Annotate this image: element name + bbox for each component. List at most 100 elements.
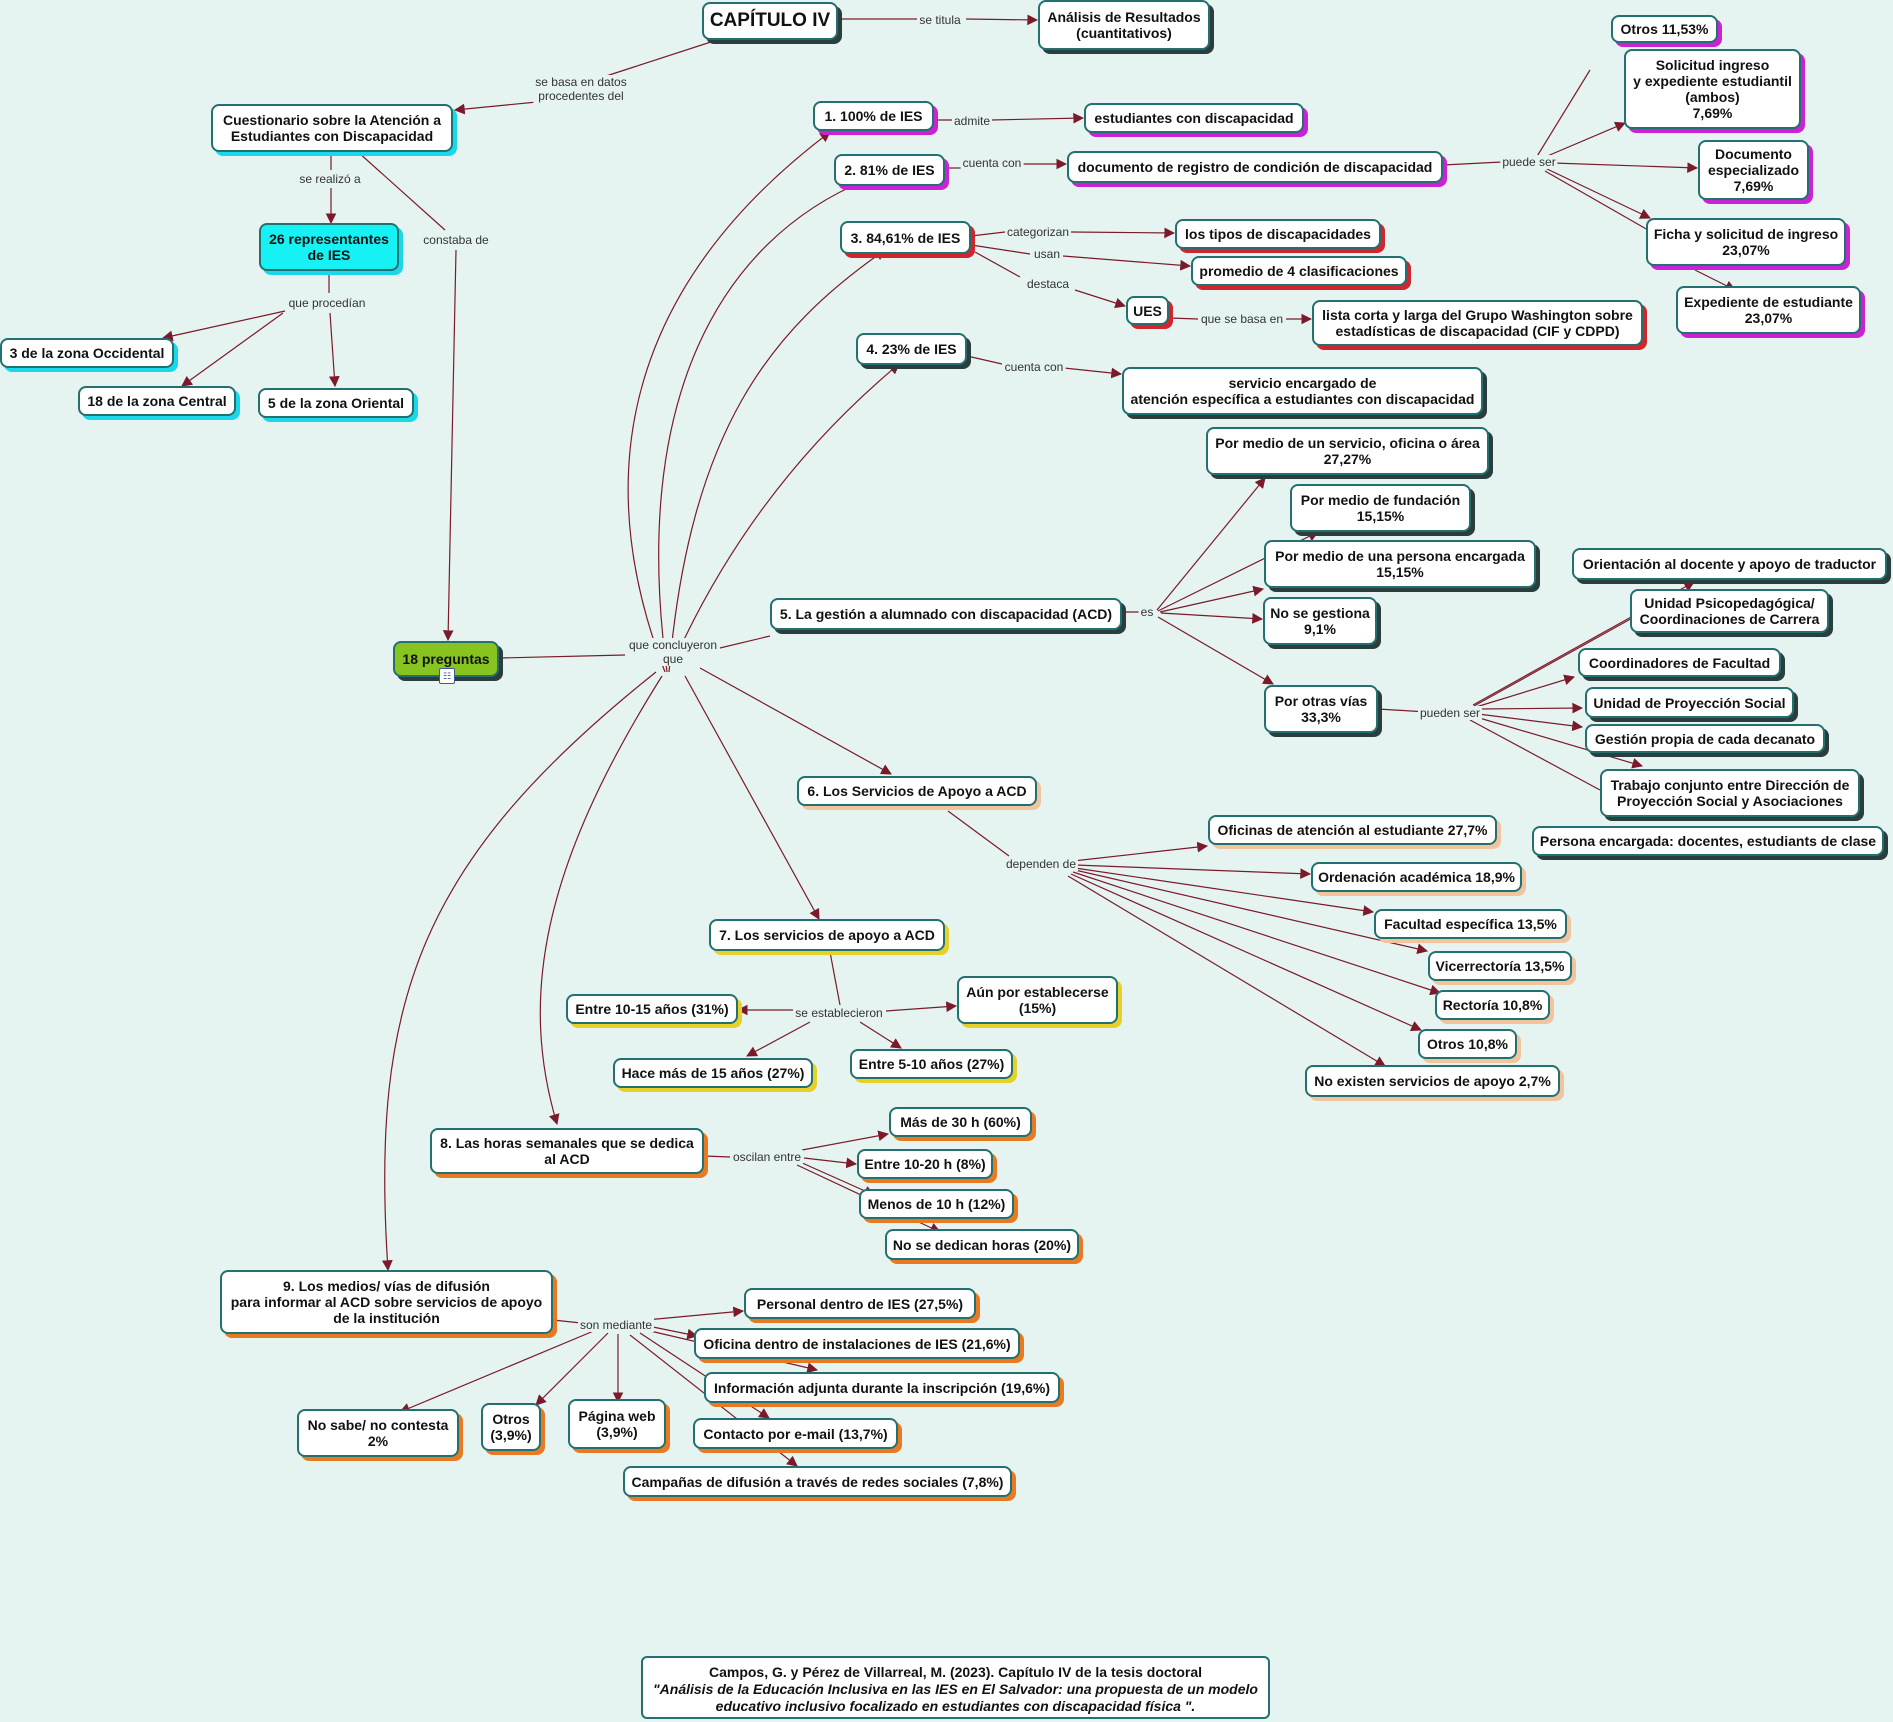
years-5-10-node[interactable]: Entre 5-10 años (27%) xyxy=(850,1049,1013,1079)
finding-6-node[interactable]: 6. Los Servicios de Apoyo a ACD xyxy=(797,776,1037,806)
finding-5-node[interactable]: 5. La gestión a alumnado con discapacida… xyxy=(770,598,1122,630)
registration-document-node[interactable]: documento de registro de condición de di… xyxy=(1067,151,1443,183)
edge xyxy=(647,1325,699,1340)
hours-10-20-node[interactable]: Entre 10-20 h (8%) xyxy=(857,1149,993,1179)
student-record-node[interactable]: Expediente de estudiante 23,07% xyxy=(1676,286,1861,334)
edge xyxy=(1074,869,1429,955)
email-contact-node[interactable]: Contacto por e-mail (13,7%) xyxy=(693,1418,898,1449)
not-established-node[interactable]: Aún por establecerse (15%) xyxy=(957,976,1118,1024)
via-person-node[interactable]: Por medio de una persona encargada 15,15… xyxy=(1264,540,1536,588)
no-hours-node[interactable]: No se dedican horas (20%) xyxy=(885,1229,1079,1260)
edge xyxy=(947,810,1010,857)
rectorate-node[interactable]: Rectoría 10,8% xyxy=(1435,990,1550,1020)
vice-rectorate-node[interactable]: Vicerrectoría 13,5% xyxy=(1428,951,1572,981)
citation-box: Campos, G. y Pérez de Villarreal, M. (20… xyxy=(641,1656,1270,1719)
under-10h-node[interactable]: Menos de 10 h (12%) xyxy=(859,1189,1014,1219)
link-label: categorizan xyxy=(1004,225,1072,239)
dean-management-node[interactable]: Gestión propia de cada decanato xyxy=(1585,724,1825,753)
edge xyxy=(684,675,820,920)
form-application-node[interactable]: Ficha y solicitud de ingreso 23,07% xyxy=(1646,218,1846,266)
edge xyxy=(399,1329,597,1414)
edge xyxy=(803,1157,858,1169)
questionnaire-node[interactable]: Cuestionario sobre la Atención a Estudia… xyxy=(211,104,453,152)
specific-faculty-node[interactable]: Facultad específica 13,5% xyxy=(1374,909,1567,939)
person-in-charge-node[interactable]: Persona encargada: docentes, estudiants … xyxy=(1532,826,1884,856)
edge xyxy=(885,1001,958,1013)
other-ways-node[interactable]: Por otras vías 33,3% xyxy=(1264,685,1378,733)
office-within-ies-node[interactable]: Oficina dentro de instalaciones de IES (… xyxy=(694,1328,1020,1359)
ues-node[interactable]: UES xyxy=(1126,296,1169,325)
edge xyxy=(859,1021,902,1049)
application-record-node[interactable]: Solicitud ingreso y expediente estudiant… xyxy=(1624,49,1801,129)
finding-7-node[interactable]: 7. Los servicios de apoyo a ACD xyxy=(709,919,945,951)
edge xyxy=(1067,875,1386,1067)
faculty-coordinators-node[interactable]: Coordinadores de Facultad xyxy=(1578,648,1781,677)
specialized-document-node[interactable]: Documento especializado 7,69% xyxy=(1698,140,1809,200)
staff-within-ies-node[interactable]: Personal dentro de IES (27,5%) xyxy=(744,1288,976,1319)
edge xyxy=(1168,317,1199,320)
years-10-15-node[interactable]: Entre 10-15 años (31%) xyxy=(566,994,738,1024)
western-zone-node[interactable]: 3 de la zona Occidental xyxy=(0,338,174,368)
concept-map-icon[interactable]: ☷ xyxy=(439,668,455,684)
edge xyxy=(1074,867,1375,916)
over-15-years-node[interactable]: Hace más de 15 años (27%) xyxy=(613,1058,813,1088)
not-managed-node[interactable]: No se gestiona 9,1% xyxy=(1263,597,1377,645)
edge xyxy=(1072,871,1442,996)
finding-2-node[interactable]: 2. 81% de IES xyxy=(834,154,945,186)
students-disability-node[interactable]: estudiantes con discapacidad xyxy=(1084,103,1304,133)
link-label: dependen de xyxy=(1003,857,1079,871)
central-zone-node[interactable]: 18 de la zona Central xyxy=(78,386,236,416)
representatives-node[interactable]: 26 representantes de IES xyxy=(259,223,399,271)
edge xyxy=(1074,864,1312,880)
edge xyxy=(357,151,446,231)
edge xyxy=(1537,121,1626,161)
edge xyxy=(161,310,286,342)
attached-information-node[interactable]: Información adjunta durante la inscripci… xyxy=(704,1372,1060,1403)
psychopedagogic-unit-node[interactable]: Unidad Psicopedagógica/ Coordinaciones d… xyxy=(1630,589,1829,633)
finding-8-node[interactable]: 8. Las horas semanales que se dedica al … xyxy=(430,1128,704,1174)
others-39-node[interactable]: Otros (3,9%) xyxy=(481,1403,541,1451)
link-label: cuenta con xyxy=(960,156,1024,170)
edge xyxy=(1442,161,1503,166)
finding-1-node[interactable]: 1. 100% de IES xyxy=(813,101,934,131)
service-node[interactable]: servicio encargado de atención específic… xyxy=(1122,367,1483,415)
eastern-zone-node[interactable]: 5 de la zona Oriental xyxy=(258,388,414,418)
edge xyxy=(1473,615,1637,707)
student-offices-node[interactable]: Oficinas de atención al estudiante 27,7% xyxy=(1208,815,1497,845)
edge xyxy=(499,654,626,659)
academic-ordination-node[interactable]: Ordenación académica 18,9% xyxy=(1311,862,1522,892)
edge xyxy=(719,635,771,649)
website-node[interactable]: Página web (3,9%) xyxy=(568,1399,666,1449)
teacher-orientation-node[interactable]: Orientación al docente y apoyo de traduc… xyxy=(1572,548,1887,580)
edge xyxy=(1074,289,1127,309)
via-service-node[interactable]: Por medio de un servicio, oficina o área… xyxy=(1206,427,1489,475)
washington-group-node[interactable]: lista corta y larga del Grupo Washington… xyxy=(1312,300,1643,346)
link-label: se establecieron xyxy=(793,1006,885,1020)
other-1153-node[interactable]: Otros 11,53% xyxy=(1611,15,1718,43)
classifications-node[interactable]: promedio de 4 clasificaciones xyxy=(1191,256,1407,286)
joint-work-node[interactable]: Trabajo conjunto entre Dirección de Proy… xyxy=(1600,769,1860,817)
over-30h-node[interactable]: Más de 30 h (60%) xyxy=(889,1107,1032,1137)
no-support-services-node[interactable]: No existen servicios de apoyo 2,7% xyxy=(1305,1065,1560,1097)
chapter-title-node[interactable]: CAPÍTULO IV xyxy=(702,2,838,40)
edge xyxy=(658,178,867,673)
disability-types-node[interactable]: los tipos de discapacidades xyxy=(1175,219,1381,249)
edge xyxy=(1477,713,1584,732)
finding-3-node[interactable]: 3. 84,61% de IES xyxy=(840,221,971,254)
edge xyxy=(442,249,457,642)
finding-4-node[interactable]: 4. 23% de IES xyxy=(856,333,967,365)
social-campaigns-node[interactable]: Campañas de difusión a través de redes s… xyxy=(623,1466,1012,1497)
edge xyxy=(970,231,1006,237)
edge xyxy=(1475,716,1644,769)
others-108-node[interactable]: Otros 10,8% xyxy=(1418,1029,1517,1059)
via-foundation-node[interactable]: Por medio de fundación 15,15% xyxy=(1290,484,1471,532)
edge xyxy=(1070,873,1422,1031)
results-analysis-node[interactable]: Análisis de Resultados (cuantitativos) xyxy=(1038,0,1210,50)
edge xyxy=(1159,585,1265,613)
edge xyxy=(453,101,538,115)
link-label: que procedían xyxy=(286,296,368,310)
social-projection-unit-node[interactable]: Unidad de Proyección Social xyxy=(1585,687,1794,718)
no-answer-node[interactable]: No sabe/ no contesta 2% xyxy=(297,1409,459,1457)
edge xyxy=(599,39,718,79)
finding-9-node[interactable]: 9. Los medios/ vías de difusión para inf… xyxy=(220,1270,553,1334)
